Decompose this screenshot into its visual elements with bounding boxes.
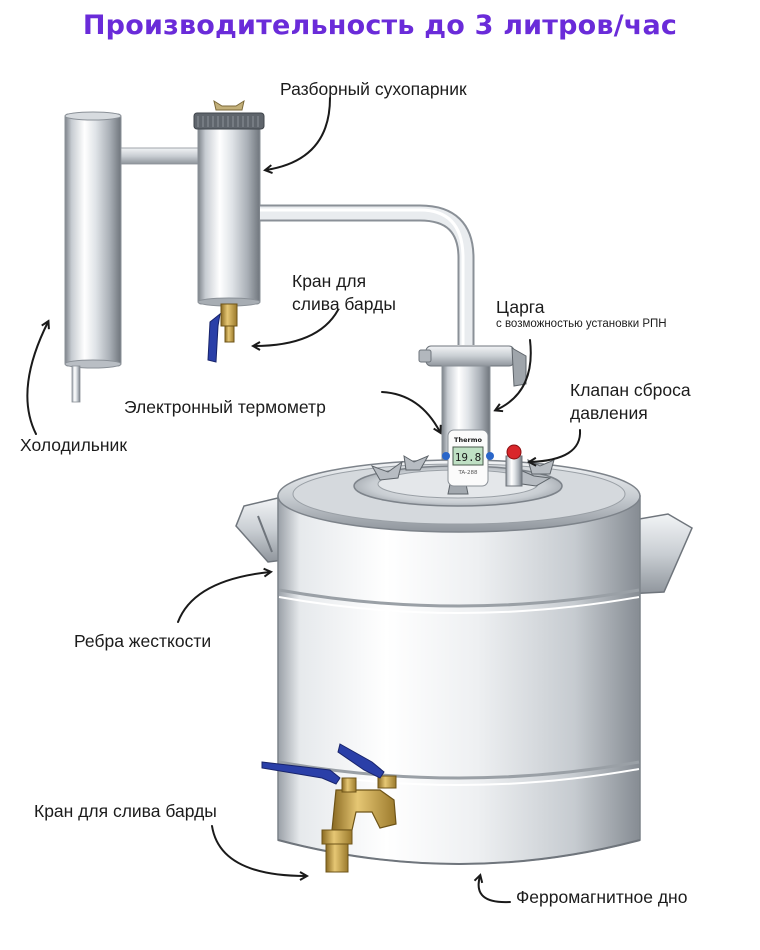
arrow-relief-valve: [530, 429, 582, 462]
thermometer-reading: 19.8: [455, 451, 482, 464]
pressure-relief-valve: [505, 444, 523, 487]
arrow-ribs: [177, 572, 270, 623]
label-relief-valve-line2: давления: [570, 403, 648, 423]
label-condenser: Холодильник: [20, 435, 127, 455]
label-column-note: с возможностью установки РПН: [496, 318, 667, 330]
vapor-pipe: [260, 204, 475, 345]
label-relief-valve-line1: Клапан сброса: [570, 380, 691, 400]
label-bottom: Ферромагнитное дно: [516, 887, 688, 907]
label-dry-steamer: Разборный сухопарник: [280, 79, 467, 99]
thermometer-brand: Thermo: [454, 436, 482, 444]
pot-drain-valve: [261, 743, 397, 873]
page-title: Производительность до 3 литров/час: [82, 10, 678, 41]
arrow-drain-valve-bottom: [211, 825, 306, 876]
thermometer-model: TA-288: [457, 470, 478, 476]
dry-steamer-drain-valve: [207, 303, 238, 363]
arrow-condenser: [26, 322, 48, 435]
arrow-thermometer: [381, 391, 440, 432]
label-drain-valve-top-line2: слива барды: [292, 294, 396, 314]
arrow-column: [496, 339, 532, 410]
label-thermometer: Электронный термометр: [124, 397, 326, 417]
electronic-thermometer: Thermo 19.8 TA-288: [442, 429, 494, 487]
label-drain-valve-top-line1: Кран для: [292, 271, 367, 291]
arrow-drain-valve-top: [254, 309, 339, 346]
arrow-dry-steamer: [266, 97, 331, 170]
label-drain-valve-bottom: Кран для слива барды: [34, 801, 217, 821]
dry-steamer: [193, 99, 265, 307]
label-column: Царга: [496, 297, 545, 317]
boiler-pot: [235, 459, 693, 865]
condenser-tube: [64, 111, 122, 403]
condenser-connector-pipe: [120, 147, 199, 165]
arrow-bottom: [479, 876, 511, 904]
label-ribs: Ребра жесткости: [74, 631, 212, 651]
